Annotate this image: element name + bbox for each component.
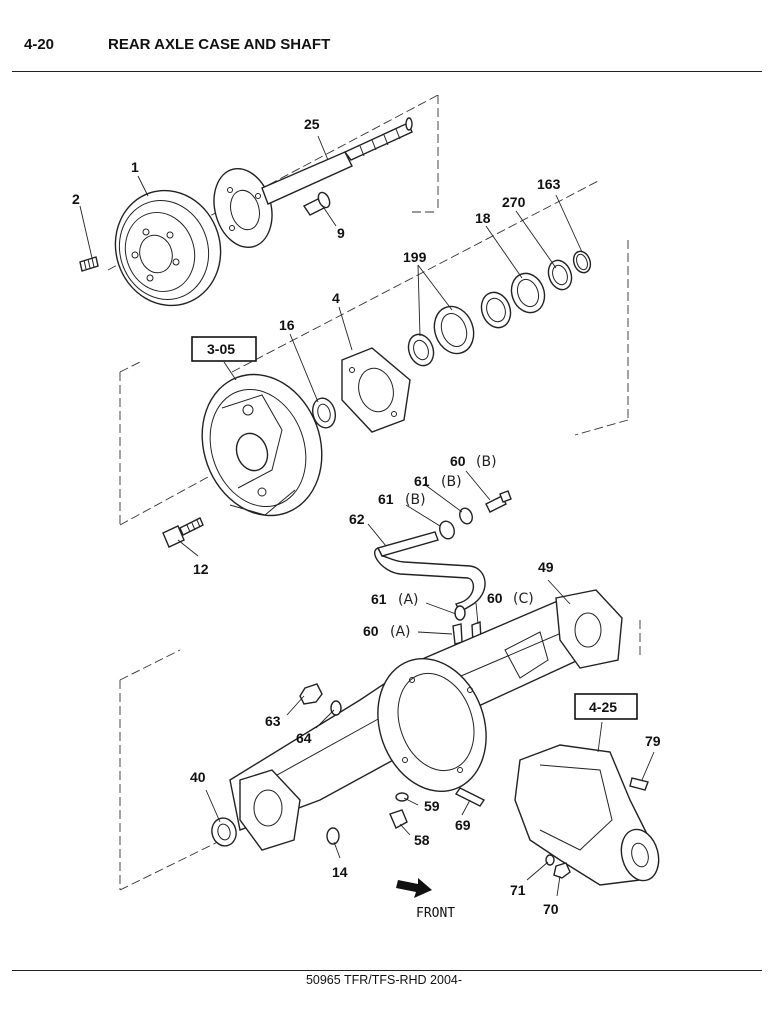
hose-clip-upper	[439, 507, 473, 540]
breather-plug-upper	[485, 490, 512, 513]
callout-18: 18	[475, 210, 491, 226]
variant-tag-61-a: (A)	[398, 592, 419, 608]
axle-shaft	[213, 117, 413, 249]
hub-bolt	[302, 191, 331, 216]
callout-69: 69	[455, 817, 471, 833]
gasket-washer	[395, 792, 409, 802]
variant-tag-61-b-top: (B)	[441, 474, 462, 490]
front-arrow-icon	[396, 878, 432, 898]
reference-3-05: 3-05	[207, 341, 235, 357]
drain-plug	[389, 809, 408, 829]
callout-9: 9	[337, 225, 345, 241]
callout-1: 1	[131, 159, 139, 175]
callout-70: 70	[543, 901, 559, 917]
rear-axle-case	[229, 589, 623, 851]
variant-tag-60-c: (C)	[513, 591, 534, 607]
callout-60-a: 60	[363, 623, 379, 639]
callout-60-c: 60	[487, 590, 503, 606]
differential-carrier	[514, 744, 660, 886]
variant-tag-60-b: (B)	[476, 454, 497, 470]
bearing-holder	[341, 347, 411, 433]
callout-163: 163	[537, 176, 561, 192]
footer-rule	[12, 970, 762, 971]
callout-61-b: 61	[378, 491, 394, 507]
callout-62: 62	[349, 511, 365, 527]
drum-screw	[79, 256, 99, 272]
vent-nut	[326, 827, 340, 845]
brake-backing-plate	[201, 373, 323, 517]
leader-lines	[79, 135, 655, 897]
page-title: REAR AXLE CASE AND SHAFT	[108, 36, 331, 53]
breather-connector-a	[452, 623, 463, 645]
callout-61-b-top: 61	[414, 473, 430, 489]
page-header: 4-20 REAR AXLE CASE AND SHAFT	[12, 34, 762, 58]
brake-drum	[114, 189, 222, 307]
front-label: FRONT	[416, 906, 455, 921]
variant-tag-60-a: (A)	[390, 624, 411, 640]
breather-hose	[374, 531, 486, 613]
callout-16: 16	[279, 317, 295, 333]
bearing-stack	[407, 250, 592, 367]
callout-61-a: 61	[371, 591, 387, 607]
callout-14: 14	[332, 864, 348, 880]
hose-clip-lower	[454, 605, 466, 621]
callout-12: 12	[193, 561, 209, 577]
reference-box-4-25: 4-25	[574, 693, 638, 720]
variant-tag-61-b: (B)	[405, 492, 426, 508]
section-number: 4-20	[24, 36, 55, 53]
callout-71: 71	[510, 882, 526, 898]
oil-seal	[311, 397, 337, 429]
callout-79: 79	[645, 733, 661, 749]
callout-199: 199	[403, 249, 427, 265]
carrier-bolt	[629, 777, 649, 791]
header-rule	[12, 71, 762, 72]
plate-bolt	[162, 517, 204, 548]
callout-60-b: 60	[450, 453, 466, 469]
callout-labels: 25 1 2 9 163 270 18 199 4 16 12 60 (B) 6…	[72, 116, 661, 921]
callout-59: 59	[424, 798, 440, 814]
footer-text: 50965 TFR/TFS-RHD 2004-	[305, 973, 463, 987]
reference-4-25: 4-25	[589, 699, 617, 715]
callout-58: 58	[414, 832, 430, 848]
callout-25: 25	[304, 116, 320, 132]
callout-63: 63	[265, 713, 281, 729]
callout-2: 2	[72, 191, 80, 207]
case-washer	[330, 700, 342, 716]
callout-64: 64	[296, 730, 312, 746]
reference-box-3-05: 3-05	[191, 336, 257, 362]
case-nut	[299, 683, 323, 705]
callout-49: 49	[538, 559, 554, 575]
callout-4: 4	[332, 290, 340, 306]
callout-40: 40	[190, 769, 206, 785]
carrier-nut	[553, 862, 571, 879]
carrier-washer	[545, 854, 555, 866]
case-oil-seal	[211, 817, 237, 847]
callout-270: 270	[502, 194, 526, 210]
stud-bolt	[454, 787, 486, 807]
